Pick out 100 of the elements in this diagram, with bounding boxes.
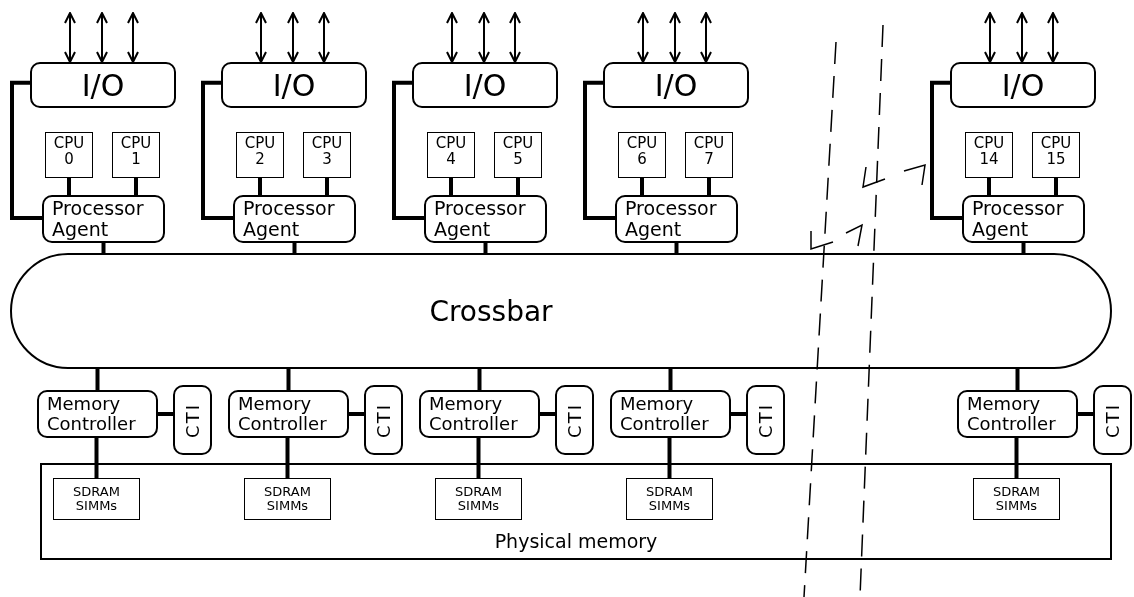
cti-box [173,385,212,455]
node-label: Crossbar [429,294,553,328]
connector-line [1015,369,1020,390]
arrow [446,12,458,63]
memory-controller-box [37,390,158,438]
connector-line [1014,438,1019,478]
node-label: Processor Agent [52,198,145,240]
node-label: CTI [564,402,585,438]
cpu-box [494,132,542,178]
node-label: I/O [654,67,698,103]
connector-line [1054,178,1058,195]
connector-line [476,438,481,478]
node-label: Processor Agent [972,198,1065,240]
connector-line [285,438,290,478]
connector-line [158,412,173,416]
connector-line [94,438,99,478]
node-label: I/O [1001,67,1045,103]
node-label: SDRAM SIMMs [263,485,312,513]
cpu-box [112,132,160,178]
connector-line [10,80,42,221]
connector-line [987,178,991,195]
connector-line [95,369,100,390]
connector-line [930,80,962,221]
node-label: CPU 5 [501,136,535,168]
cpu-box [618,132,666,178]
node-label: I/O [463,67,507,103]
cpu-box [685,132,733,178]
node-label: CPU 3 [310,136,344,168]
cpu-box [303,132,351,178]
cti-box [555,385,594,455]
connector-line [640,178,644,195]
node-label: SDRAM SIMMs [454,485,503,513]
connector-line [540,412,555,416]
connector-line [292,243,297,253]
sdram-module-box [973,478,1060,520]
connector-line [349,412,364,416]
arrow [669,12,681,63]
connector-line [201,80,233,221]
physical-memory-region [40,463,1112,560]
node-label: CPU 14 [972,136,1006,168]
node-label: Processor Agent [625,198,718,240]
cpu-box [427,132,475,178]
node-label: I/O [272,67,316,103]
connector-line [286,369,291,390]
node-label: SDRAM SIMMs [645,485,694,513]
arrow [1016,12,1028,63]
cpu-box [965,132,1013,178]
connector-line [258,178,262,195]
node-label: CPU 6 [625,136,659,168]
node-label: CTI [755,402,776,438]
connector-line [1021,243,1026,253]
arrow [700,12,712,63]
cpu-box [1032,132,1080,178]
processor-agent-box [962,195,1085,243]
arrow [64,12,76,63]
connector-line [1078,412,1093,416]
node-label: CPU 15 [1039,136,1073,168]
node-label: CTI [182,402,203,438]
cpu-box [236,132,284,178]
connector-line [667,438,672,478]
connector-line [101,243,106,253]
arrow [318,12,330,63]
connector-line [583,80,615,221]
io-box [221,62,367,108]
connector-line [134,178,138,195]
arrow [96,12,108,63]
node-label: CTI [373,402,394,438]
node-label: CPU 2 [243,136,277,168]
arrow [287,12,299,63]
connector-line [707,178,711,195]
connector-line [325,178,329,195]
sdram-module-box [53,478,140,520]
node-label: CPU 0 [52,136,86,168]
node-label: Physical memory [494,530,658,552]
memory-controller-box [419,390,540,438]
processor-agent-box [615,195,738,243]
arrow [255,12,267,63]
node-label: Memory Controller [967,394,1057,434]
node-label: Memory Controller [429,394,519,434]
node-label: CPU 1 [119,136,153,168]
connector-line [483,243,488,253]
sdram-module-box [626,478,713,520]
arrow [984,12,996,63]
node-label: SDRAM SIMMs [72,485,121,513]
node-label: Processor Agent [243,198,336,240]
node-label: I/O [81,67,125,103]
arrow [127,12,139,63]
node-label: CTI [1102,402,1123,438]
processor-agent-box [42,195,165,243]
cpu-box [45,132,93,178]
connector-line [516,178,520,195]
arrow [1047,12,1059,63]
node-label: Processor Agent [434,198,527,240]
arrow [637,12,649,63]
connector-line [731,412,746,416]
connector-line [67,178,71,195]
connector-line [674,243,679,253]
cti-box [364,385,403,455]
connector-line [449,178,453,195]
io-box [30,62,176,108]
